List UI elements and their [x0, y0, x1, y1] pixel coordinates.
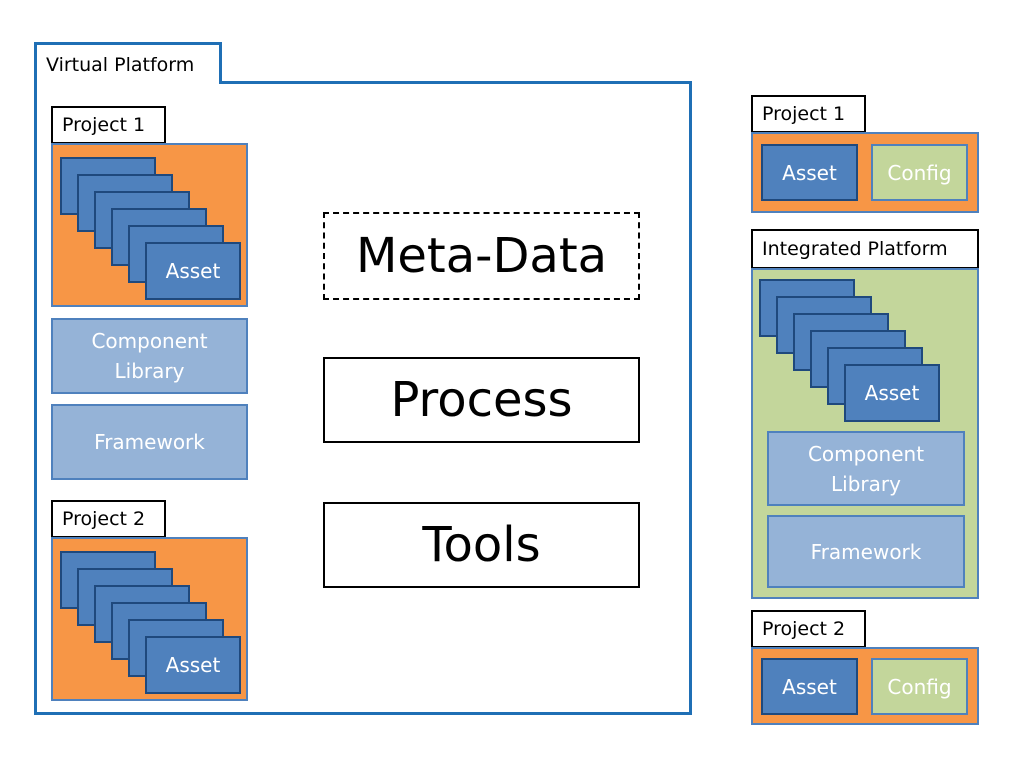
integrated-framework-box: Framework: [767, 515, 965, 588]
right-project1-config: Config: [871, 144, 968, 201]
project2-asset-stack: Asset: [51, 537, 248, 701]
virtual-platform-frame: [34, 81, 692, 715]
asset-card-front: Asset: [145, 636, 241, 694]
asset-card-front: Asset: [145, 242, 241, 300]
integrated-platform-box: Asset Component Library Framework: [751, 268, 979, 599]
component-library-box: Component Library: [51, 318, 248, 394]
right-project2-box: Asset Config: [751, 647, 979, 725]
tools-box: Tools: [323, 502, 640, 588]
process-box: Process: [323, 357, 640, 443]
integrated-component-library-box: Component Library: [767, 431, 965, 506]
right-project1-label: Project 1: [751, 95, 866, 133]
project2-label: Project 2: [51, 500, 166, 538]
right-project2-asset: Asset: [761, 658, 858, 715]
project1-label: Project 1: [51, 106, 166, 144]
framework-box: Framework: [51, 404, 248, 480]
project1-asset-stack: Asset: [51, 143, 248, 307]
right-project2-label: Project 2: [751, 610, 866, 648]
virtual-platform-label: Virtual Platform: [34, 42, 222, 84]
meta-data-box: Meta-Data: [323, 212, 640, 300]
integrated-platform-label: Integrated Platform: [751, 229, 979, 269]
right-project1-asset: Asset: [761, 144, 858, 201]
asset-card-front: Asset: [844, 364, 940, 422]
right-project1-box: Asset Config: [751, 132, 979, 213]
right-project2-config: Config: [871, 658, 968, 715]
